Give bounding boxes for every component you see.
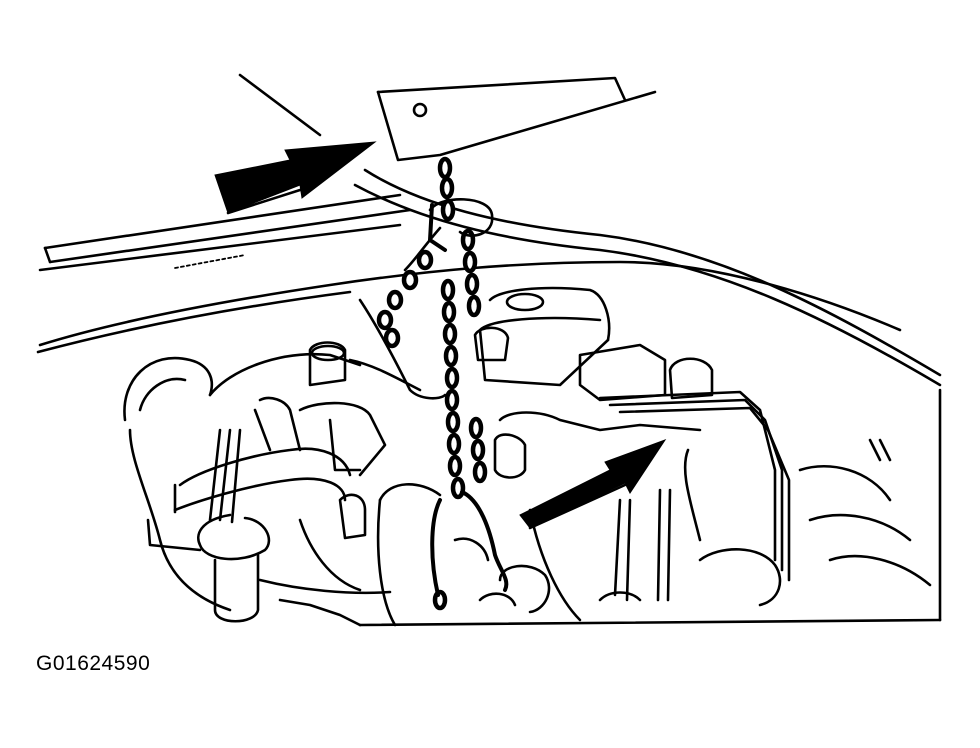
figure-code: G01624590 — [36, 652, 151, 675]
upper-arrow — [214, 141, 377, 215]
lift-chain — [376, 156, 488, 611]
chain-hook-plate — [403, 198, 494, 272]
scene-bottom-edge — [358, 618, 942, 627]
engine-right — [473, 286, 932, 622]
engine-hook — [430, 490, 509, 597]
lift-bracket — [376, 76, 657, 162]
lower-arrow — [519, 439, 667, 530]
hood-outline — [36, 73, 942, 622]
engine-left — [123, 298, 447, 627]
